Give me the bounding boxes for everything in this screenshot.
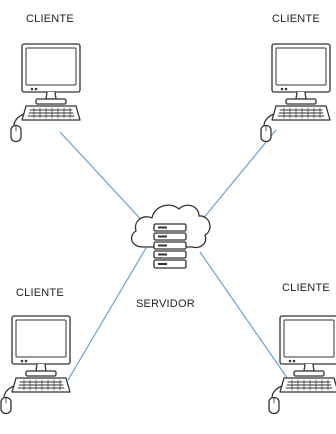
client-label-bottom-left: CLIENTE [16, 287, 64, 299]
client-top-left [10, 43, 81, 143]
client-label-top-left: CLIENTE [26, 13, 74, 25]
cloud-server-icon [130, 204, 211, 269]
link-bottom-right [199, 251, 291, 383]
client-bottom-left [0, 315, 71, 415]
client-label-bottom-right: CLIENTE [282, 282, 330, 294]
link-top-left [59, 131, 148, 227]
client-bottom-right [268, 315, 336, 415]
client-label-top-right: CLIENTE [272, 13, 320, 25]
server-label: SERVIDOR [136, 298, 195, 310]
connection-lines [59, 129, 291, 383]
client-top-right [260, 43, 331, 143]
link-bottom-left [67, 247, 147, 381]
link-top-right [201, 129, 277, 221]
